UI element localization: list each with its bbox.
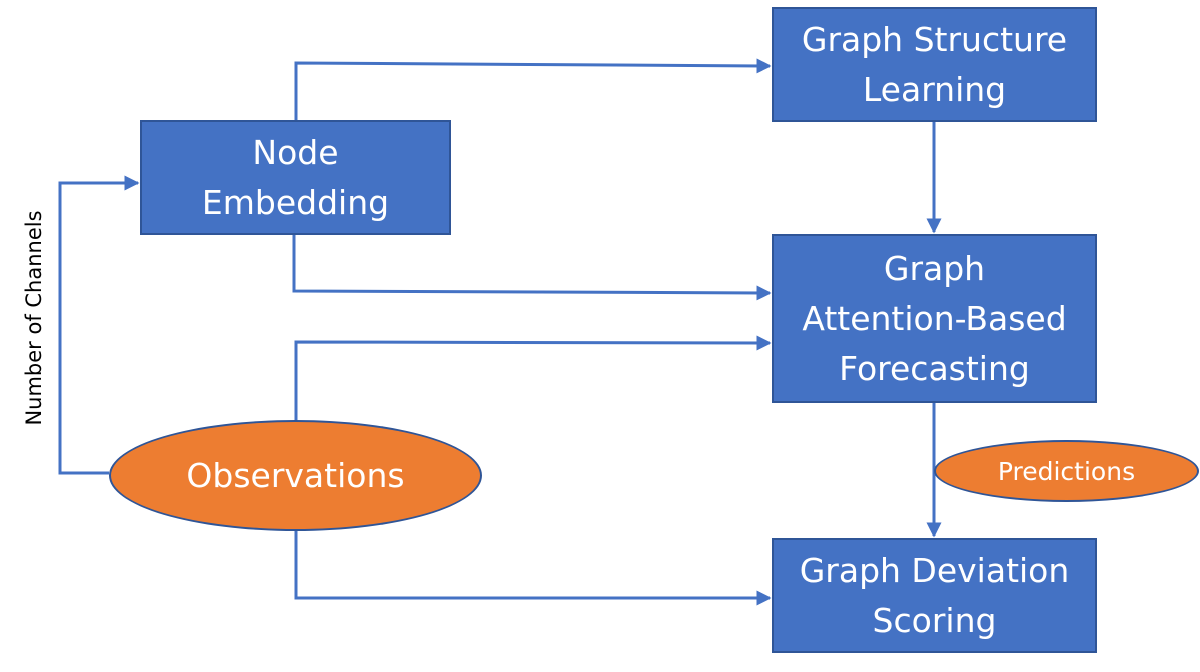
node-embedding-box: Node Embedding xyxy=(140,120,451,235)
graph-attention-label-line-2: Attention-Based xyxy=(802,298,1067,338)
graph-structure-label-line-1: Graph Structure xyxy=(801,19,1068,59)
predictions-ellipse: Predictions xyxy=(934,440,1199,502)
graph-deviation-label-line-1: Graph Deviation xyxy=(799,550,1070,590)
arrow-observations-to-deviation xyxy=(294,531,772,606)
graph-attention-label-line-1: Graph xyxy=(883,248,986,288)
node-embedding-label-line-2: Embedding xyxy=(201,182,390,222)
arrow-embedding-to-structure xyxy=(294,58,772,120)
predictions-label: Predictions xyxy=(997,456,1136,486)
node-embedding-label-line-1: Node xyxy=(252,132,339,172)
observations-label: Observations xyxy=(186,456,405,495)
graph-structure-label-line-2: Learning xyxy=(862,69,1007,109)
graph-attention-label-line-3: Forecasting xyxy=(839,348,1030,388)
number-of-channels-label: Number of Channels xyxy=(22,210,46,426)
graph-deviation-scoring-box: Graph Deviation Scoring xyxy=(772,538,1097,653)
arrow-embedding-to-attention xyxy=(292,235,772,301)
graph-deviation-label-line-2: Scoring xyxy=(872,600,997,640)
graph-structure-learning-box: Graph Structure Learning xyxy=(772,7,1097,122)
arrow-observations-to-embedding xyxy=(58,175,140,475)
observations-ellipse: Observations xyxy=(109,420,482,531)
arrow-observations-to-attention xyxy=(294,335,772,420)
graph-attention-forecasting-box: Graph Attention-Based Forecasting xyxy=(772,234,1097,403)
